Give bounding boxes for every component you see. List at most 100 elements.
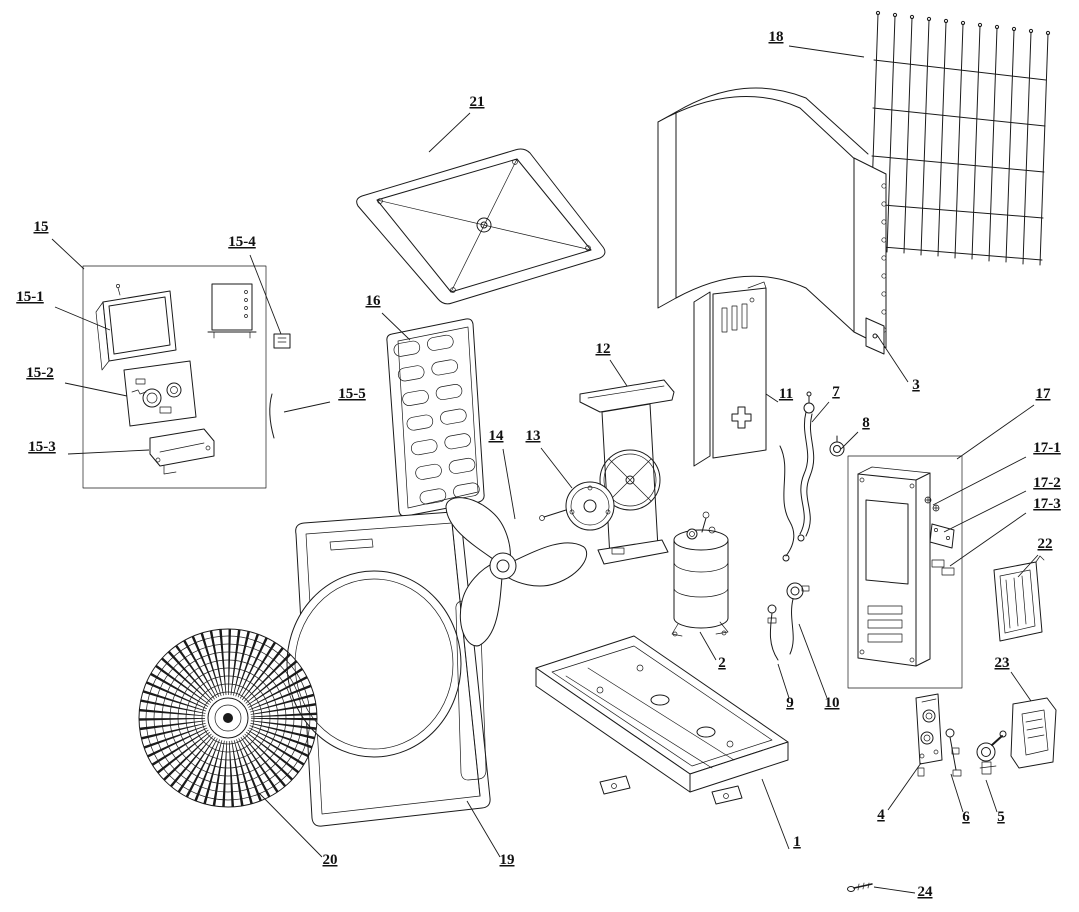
electric-box-group-drawing xyxy=(82,265,291,489)
part-label-3: 3 xyxy=(912,377,920,393)
part-label-23: 23 xyxy=(995,655,1010,671)
handle-drawing xyxy=(1010,697,1057,769)
leader-line xyxy=(956,404,1035,460)
leader-line xyxy=(502,448,516,520)
part-label-10: 10 xyxy=(825,695,840,711)
part-label-4: 4 xyxy=(877,807,885,823)
leader-line xyxy=(887,762,922,811)
leader-line xyxy=(876,334,909,383)
part-label-15-4: 15-4 xyxy=(228,234,256,250)
fan-guard-drawing xyxy=(138,628,318,808)
part-label-24: 24 xyxy=(918,884,934,900)
leader-line xyxy=(811,401,830,423)
leader-line xyxy=(943,490,1027,533)
valve-support-drawing xyxy=(915,693,943,777)
part-label-15-5: 15-5 xyxy=(338,386,366,402)
side-panel-group-drawing xyxy=(847,455,963,689)
part-label-15-2: 15-2 xyxy=(26,365,54,381)
leader-line xyxy=(985,779,998,813)
part-labels: 1 2 3 4 5 6 7 8 9 10 11 12 13 14 15 15-1… xyxy=(16,29,1061,900)
part-label-22: 22 xyxy=(1038,536,1053,552)
partition-plate-drawing xyxy=(693,281,767,467)
leader-line xyxy=(283,401,331,413)
leader-line xyxy=(258,792,323,858)
wire-drawing xyxy=(269,393,275,439)
part-label-15-3: 15-3 xyxy=(28,439,56,455)
part-label-8: 8 xyxy=(862,415,870,431)
part-label-17-3: 17-3 xyxy=(1033,496,1061,512)
leader-line xyxy=(777,663,790,699)
part-label-21: 21 xyxy=(470,94,485,110)
leader-line xyxy=(249,254,282,335)
part-label-18: 18 xyxy=(769,29,784,45)
top-cover-drawing xyxy=(356,148,606,305)
leader-line xyxy=(428,112,471,153)
small-valve-drawing xyxy=(945,728,962,777)
part-label-6: 6 xyxy=(962,809,970,825)
screw-drawing xyxy=(847,882,873,892)
compressor-drawing xyxy=(671,511,729,637)
leader-line xyxy=(1017,554,1039,578)
board-bracket-drawing xyxy=(149,428,215,475)
part-label-2: 2 xyxy=(718,655,726,671)
leader-line xyxy=(1010,671,1032,702)
leader-line xyxy=(609,359,628,387)
part-label-19: 19 xyxy=(500,852,515,868)
leader-line xyxy=(798,623,828,699)
part-label-14: 14 xyxy=(489,428,505,444)
part-label-16: 16 xyxy=(366,293,382,309)
condenser-coil-drawing xyxy=(657,87,887,355)
part-label-15-1: 15-1 xyxy=(16,289,44,305)
side-grille-drawing xyxy=(386,318,485,517)
pipe-assembly-drawing xyxy=(779,391,815,562)
motor-support-drawing xyxy=(579,379,675,565)
fan-motor-drawing xyxy=(539,481,615,531)
part-label-11: 11 xyxy=(779,386,793,402)
leader-line xyxy=(949,512,1027,567)
base-pan-drawing xyxy=(535,635,789,805)
part-label-17-1: 17-1 xyxy=(1033,440,1061,456)
screws-drawing xyxy=(924,496,940,512)
leader-line xyxy=(788,45,865,58)
part-label-9: 9 xyxy=(786,695,794,711)
part-label-17: 17 xyxy=(1036,386,1052,402)
part-label-12: 12 xyxy=(596,341,611,357)
leader-line xyxy=(950,773,964,813)
pipe-clamp-drawing xyxy=(786,582,810,655)
leader-line xyxy=(699,631,717,661)
leader-line xyxy=(540,447,573,489)
leader-line xyxy=(381,312,411,341)
leader-line xyxy=(67,449,150,455)
electric-box-cover-drawing xyxy=(993,555,1045,642)
part-label-5: 5 xyxy=(997,809,1005,825)
leader-line xyxy=(54,306,111,331)
part-label-13: 13 xyxy=(526,428,541,444)
grommet-drawing xyxy=(829,435,845,457)
coil-guard-net-drawing xyxy=(869,10,1051,266)
fan-propeller-drawing xyxy=(445,497,588,647)
leader-line xyxy=(51,238,85,270)
front-panel-drawing xyxy=(286,511,491,827)
heat-sink-drawing xyxy=(207,283,257,339)
part-label-17-2: 17-2 xyxy=(1033,475,1061,491)
leader-lines xyxy=(51,45,1039,894)
part-label-15: 15 xyxy=(34,219,49,235)
small-bracket-drawing xyxy=(929,523,955,549)
part-label-7: 7 xyxy=(832,384,840,400)
leader-line xyxy=(932,456,1027,506)
part-label-1: 1 xyxy=(793,834,801,850)
clips-drawing xyxy=(931,559,955,576)
leader-line xyxy=(873,886,916,894)
pcb-board-drawing xyxy=(123,360,197,427)
service-valve-drawing xyxy=(976,730,1007,775)
relay-drawing xyxy=(273,333,291,349)
leader-line xyxy=(840,431,859,450)
leader-line xyxy=(466,800,501,858)
control-board-drawing xyxy=(95,284,177,371)
leader-line xyxy=(64,382,128,397)
part-label-20: 20 xyxy=(323,852,338,868)
leader-line xyxy=(761,778,790,850)
leader-line xyxy=(765,393,779,403)
